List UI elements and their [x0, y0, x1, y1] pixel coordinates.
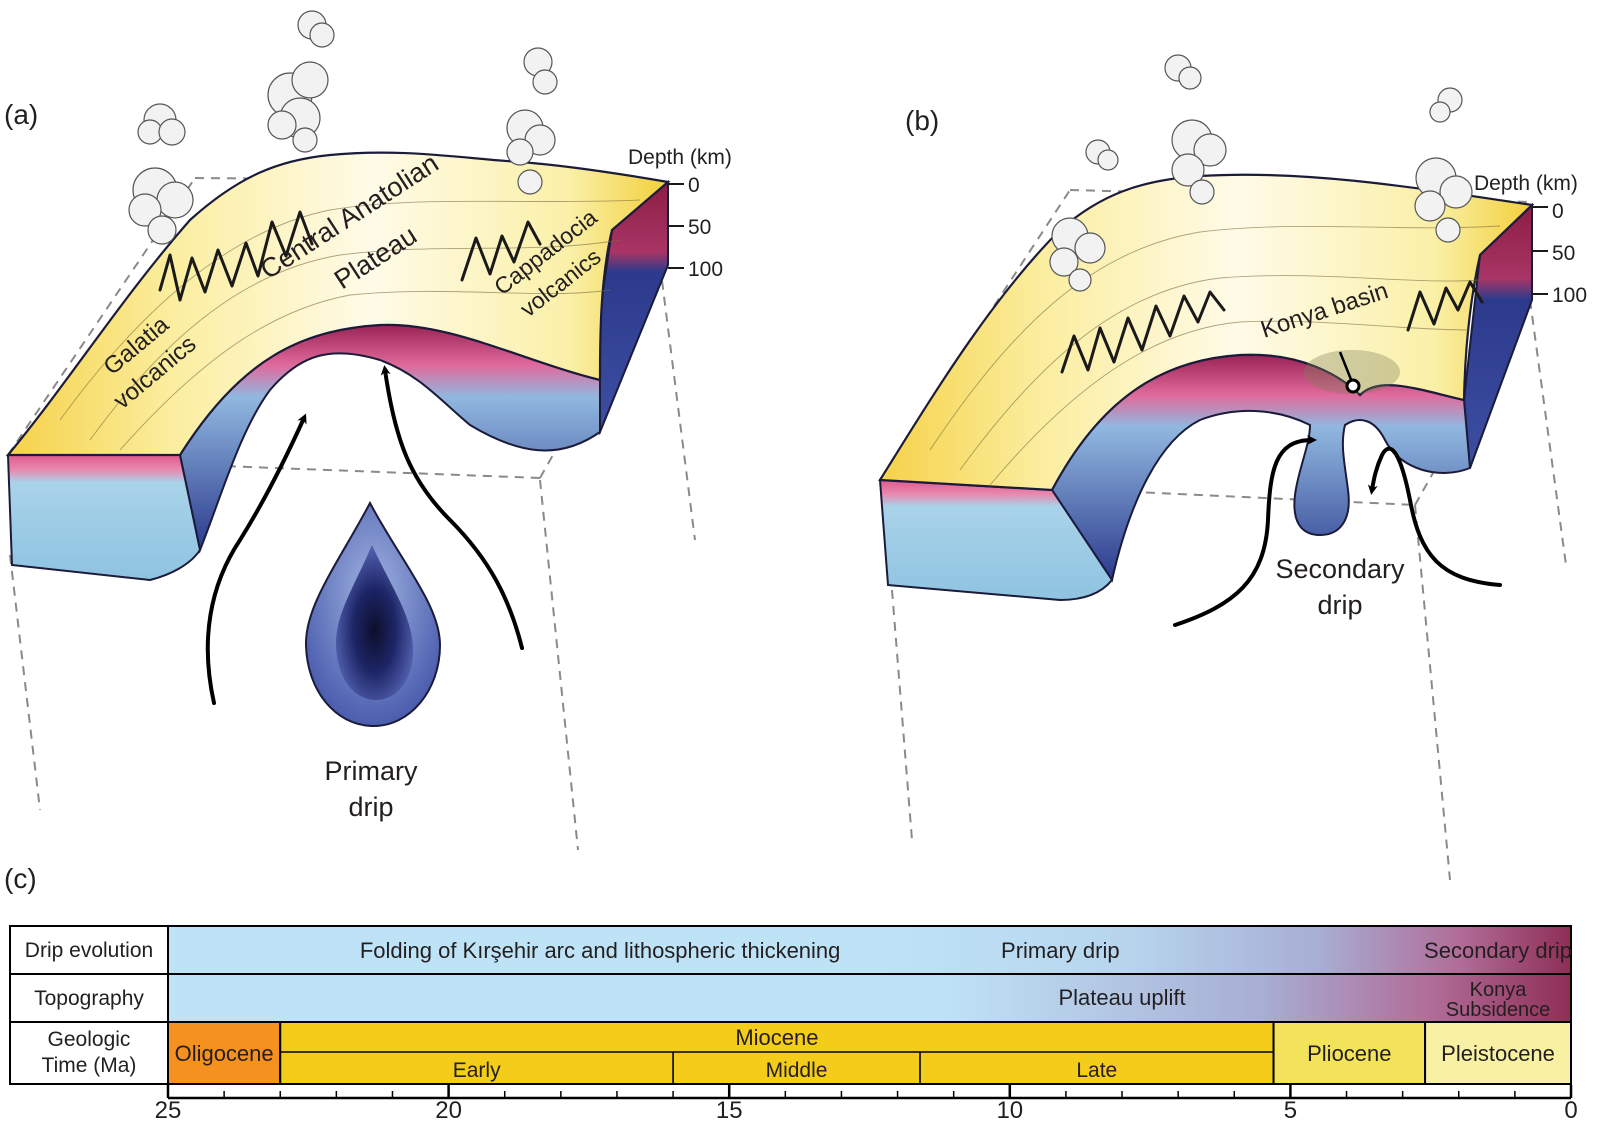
epoch-miocene [279, 1021, 1275, 1085]
depth-tick-label: 50 [1552, 242, 1575, 265]
panel-c-label: (c) [4, 863, 37, 894]
panel-b-mountains [1060, 280, 1484, 374]
axis-tick-label: 5 [1284, 1097, 1297, 1121]
smoke-plume-icon [267, 10, 335, 153]
drip-text-secondary: Secondary drip [1424, 938, 1572, 963]
axis-tick-label: 0 [1564, 1097, 1577, 1121]
topo-text-subsidence: Subsidence [1446, 999, 1551, 1021]
panel-a-volcanic-plumes [128, 10, 558, 245]
primary-drip-label-line1: Primary [325, 756, 418, 786]
primary-drip-core [335, 545, 414, 700]
depth-tick-label: 0 [1552, 200, 1564, 223]
row-label-drip-evolution: Drip evolution [25, 939, 153, 962]
panel-b-front-face [878, 478, 1114, 602]
epoch-label: Pleistocene [1441, 1041, 1555, 1066]
panel-b-contour-lines [929, 225, 1501, 486]
panel-b-depth-title: Depth (km) [1474, 172, 1578, 195]
smoke-plume-icon [1414, 87, 1473, 243]
row-label-geologic-line1: Geologic [48, 1028, 131, 1051]
smoke-plume-icon [1049, 139, 1119, 292]
topography-bar [167, 973, 1572, 1023]
subepoch-label: Early [453, 1059, 501, 1082]
drip-text-folding: Folding of Kırşehir arc and lithospheric… [360, 938, 841, 963]
panel-c: (c) Drip evolution Topography Geologic T… [4, 863, 1578, 1121]
depth-tick-label: 0 [688, 174, 700, 197]
depth-tick-label: 100 [1552, 284, 1587, 307]
panel-a: (a) [4, 10, 732, 851]
drip-text-primary: Primary drip [1001, 938, 1120, 963]
panel-a-front-face [6, 454, 202, 582]
secondary-drip-label-line2: drip [1317, 590, 1362, 620]
axis-tick-label: 15 [716, 1097, 743, 1121]
panel-a-contour-lines [59, 199, 641, 451]
axis-tick-label: 20 [435, 1097, 462, 1121]
panel-a-flow-arrows [205, 365, 524, 705]
axis-tick-label: 10 [996, 1097, 1023, 1121]
topography-texts: Plateau uplift Konya Subsidence [1058, 979, 1550, 1021]
axis-tick-label: 25 [155, 1097, 182, 1121]
konya-basin-leader [1338, 351, 1354, 383]
topo-text-plateau-uplift: Plateau uplift [1058, 985, 1185, 1010]
timeline-row-labels: Drip evolution Topography Geologic Time … [9, 925, 169, 1085]
konya-basin-shading [1304, 350, 1400, 394]
epoch-label: Pliocene [1307, 1041, 1391, 1066]
panel-a-top-surface [5, 151, 671, 457]
row-label-topography: Topography [34, 987, 144, 1010]
epoch-label: Oligocene [175, 1041, 274, 1066]
panel-b-label: (b) [905, 105, 939, 136]
epoch-oligocene [167, 1021, 282, 1085]
subepoch-label: Late [1076, 1059, 1117, 1082]
topo-text-konya: Konya [1470, 979, 1528, 1001]
subepoch-label: Middle [766, 1059, 828, 1082]
depth-tick-label: 100 [688, 258, 723, 281]
epoch-pleistocene [1424, 1021, 1573, 1085]
secondary-drip-label-line1: Secondary [1275, 554, 1405, 584]
drip-evolution-bar [167, 925, 1572, 975]
panel-b-flow-arrows [1173, 435, 1502, 627]
epoch-label: Miocene [735, 1025, 818, 1050]
row-label-geologic-line2: Time (Ma) [42, 1054, 137, 1077]
depth-tick-label: 50 [688, 216, 711, 239]
smoke-plume-icon [1164, 54, 1227, 205]
smoke-plume-icon [128, 103, 194, 245]
panel-a-label: (a) [4, 99, 38, 130]
time-axis: 25 20 15 10 5 0 [155, 1085, 1578, 1121]
subepoch-row: Early Middle Late [280, 1051, 1274, 1084]
panel-b-volcanic-plumes [1049, 54, 1473, 292]
primary-drip-label-line2: drip [348, 792, 393, 822]
panel-b: (b) [878, 54, 1587, 881]
panel-a-depth-ticks: 0 50 100 [668, 174, 723, 281]
smoke-plume-icon [506, 47, 558, 195]
panel-a-depth-title: Depth (km) [628, 146, 732, 169]
drip-evolution-texts: Folding of Kırşehir arc and lithospheric… [360, 938, 1572, 963]
epoch-pliocene [1272, 1021, 1427, 1085]
panel-a-mountains [158, 210, 542, 302]
panel-b-depth-ticks: 0 50 100 [1532, 200, 1587, 307]
konya-basin-marker [1345, 378, 1361, 394]
